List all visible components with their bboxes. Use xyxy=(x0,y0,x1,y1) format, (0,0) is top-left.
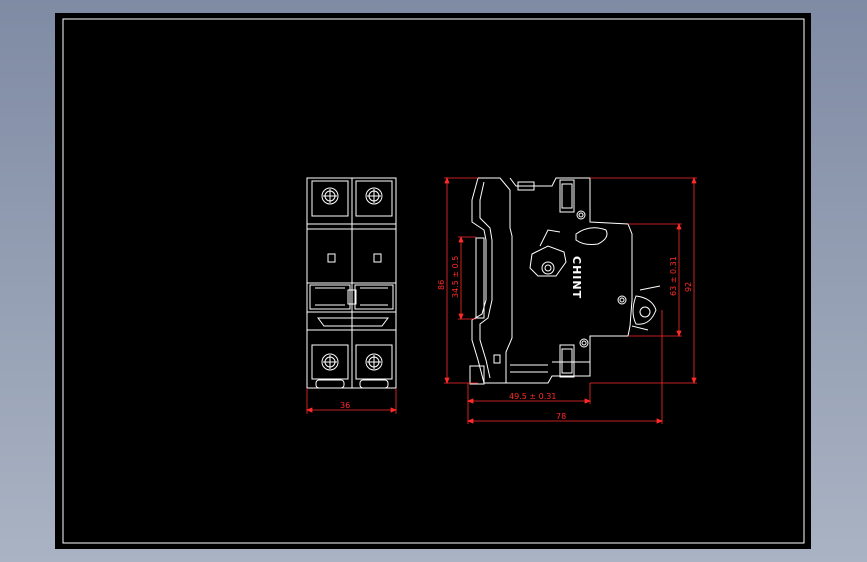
total-width-label: 78 xyxy=(556,412,566,421)
cad-drawing: 36 xyxy=(62,18,805,544)
front-width-label: 36 xyxy=(340,401,350,410)
right-outer-height-label: 92 xyxy=(684,282,693,292)
side-view xyxy=(469,177,661,385)
front-view xyxy=(306,177,397,389)
right-inner-height-label: 63 ± 0.31 xyxy=(669,256,678,296)
side-dimensions xyxy=(444,176,697,424)
rail-height-label: 34.5 ± 0.5 xyxy=(451,256,460,298)
drawing-sheet[interactable]: 36 xyxy=(55,13,811,549)
brand-text: CHINT xyxy=(570,256,583,299)
front-width-dimension xyxy=(305,388,398,414)
depth-label: 49.5 ± 0.31 xyxy=(509,392,556,401)
sheet-border xyxy=(62,18,805,544)
left-height-label: 86 xyxy=(437,280,446,290)
